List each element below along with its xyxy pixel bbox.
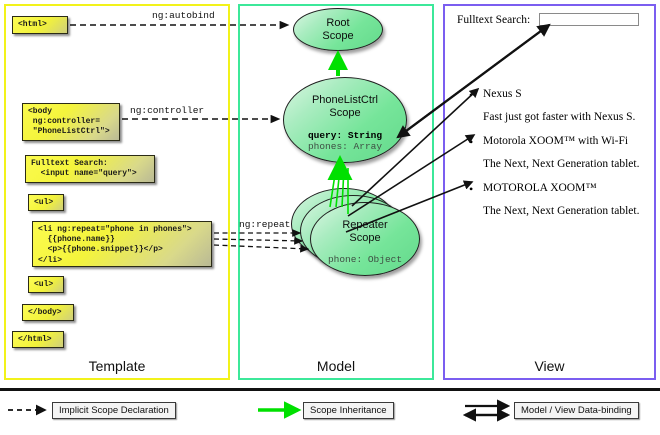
scope-repeater: Repeater Scope phone: Object	[310, 202, 420, 276]
scope-repeater-prop-phone: phone: Object	[327, 253, 403, 265]
fulltext-search-input[interactable]	[539, 13, 639, 26]
template-box-ul-open: <ul>	[28, 194, 64, 211]
scope-phonelistctrl-prop-query: query: String	[307, 130, 383, 142]
view-panel: Fulltext Search: Nexus S Fast just got f…	[449, 10, 649, 235]
template-box-body-open: <body ng:controller= "PhoneListCtrl">	[22, 103, 120, 141]
scope-root-title-2: Scope	[322, 29, 354, 42]
view-item-snippet: Fast just got faster with Nexus S.	[483, 111, 636, 123]
template-box-search: Fulltext Search: <input name="query">	[25, 155, 155, 183]
legend-divider	[0, 388, 660, 391]
template-box-li-repeat: <li ng:repeat="phone in phones"> {{phone…	[32, 221, 212, 267]
view-item-snippet: The Next, Next Generation tablet.	[483, 205, 640, 217]
scope-root: Root Scope	[293, 8, 383, 51]
view-search-label: Fulltext Search:	[457, 14, 531, 26]
column-template: Template	[4, 4, 230, 380]
scope-root-title-1: Root	[326, 16, 350, 29]
legend: Implicit Scope Declaration Scope Inherit…	[0, 388, 660, 435]
scope-repeater-title-2: Scope	[349, 232, 381, 244]
legend-item-model-view-data-binding: Model / View Data-binding	[514, 402, 639, 419]
scope-phonelistctrl-title-2: Scope	[329, 106, 361, 119]
template-box-ul-close: <ul>	[28, 276, 64, 293]
column-label-template: Template	[88, 358, 146, 374]
edge-label-ng-repeat: ng:repeat	[239, 219, 291, 230]
scope-phonelistctrl: PhoneListCtrl Scope query: String phones…	[283, 77, 407, 163]
legend-markers	[8, 399, 511, 422]
view-item-name: Motorola XOOM™ with Wi-Fi	[469, 135, 628, 150]
template-box-html-open: <html>	[12, 16, 68, 34]
template-box-body-close: </body>	[22, 304, 74, 321]
scope-phonelistctrl-prop-phones: phones: Array	[307, 141, 383, 153]
scope-repeater-title-1: Repeater	[342, 219, 388, 232]
view-item-name: MOTOROLA XOOM™	[469, 182, 597, 197]
template-box-html-close: </html>	[12, 331, 64, 348]
view-item-snippet: The Next, Next Generation tablet.	[483, 158, 640, 170]
legend-item-implicit-scope-declaration: Implicit Scope Declaration	[52, 402, 176, 419]
column-label-view: View	[534, 358, 565, 374]
scope-phonelistctrl-title-1: PhoneListCtrl	[311, 93, 379, 106]
edge-label-ng-autobind: ng:autobind	[152, 10, 215, 21]
column-label-model: Model	[316, 358, 356, 374]
legend-item-scope-inheritance: Scope Inheritance	[303, 402, 394, 419]
view-item-name: Nexus S	[469, 88, 522, 103]
edge-label-ng-controller: ng:controller	[130, 105, 205, 116]
